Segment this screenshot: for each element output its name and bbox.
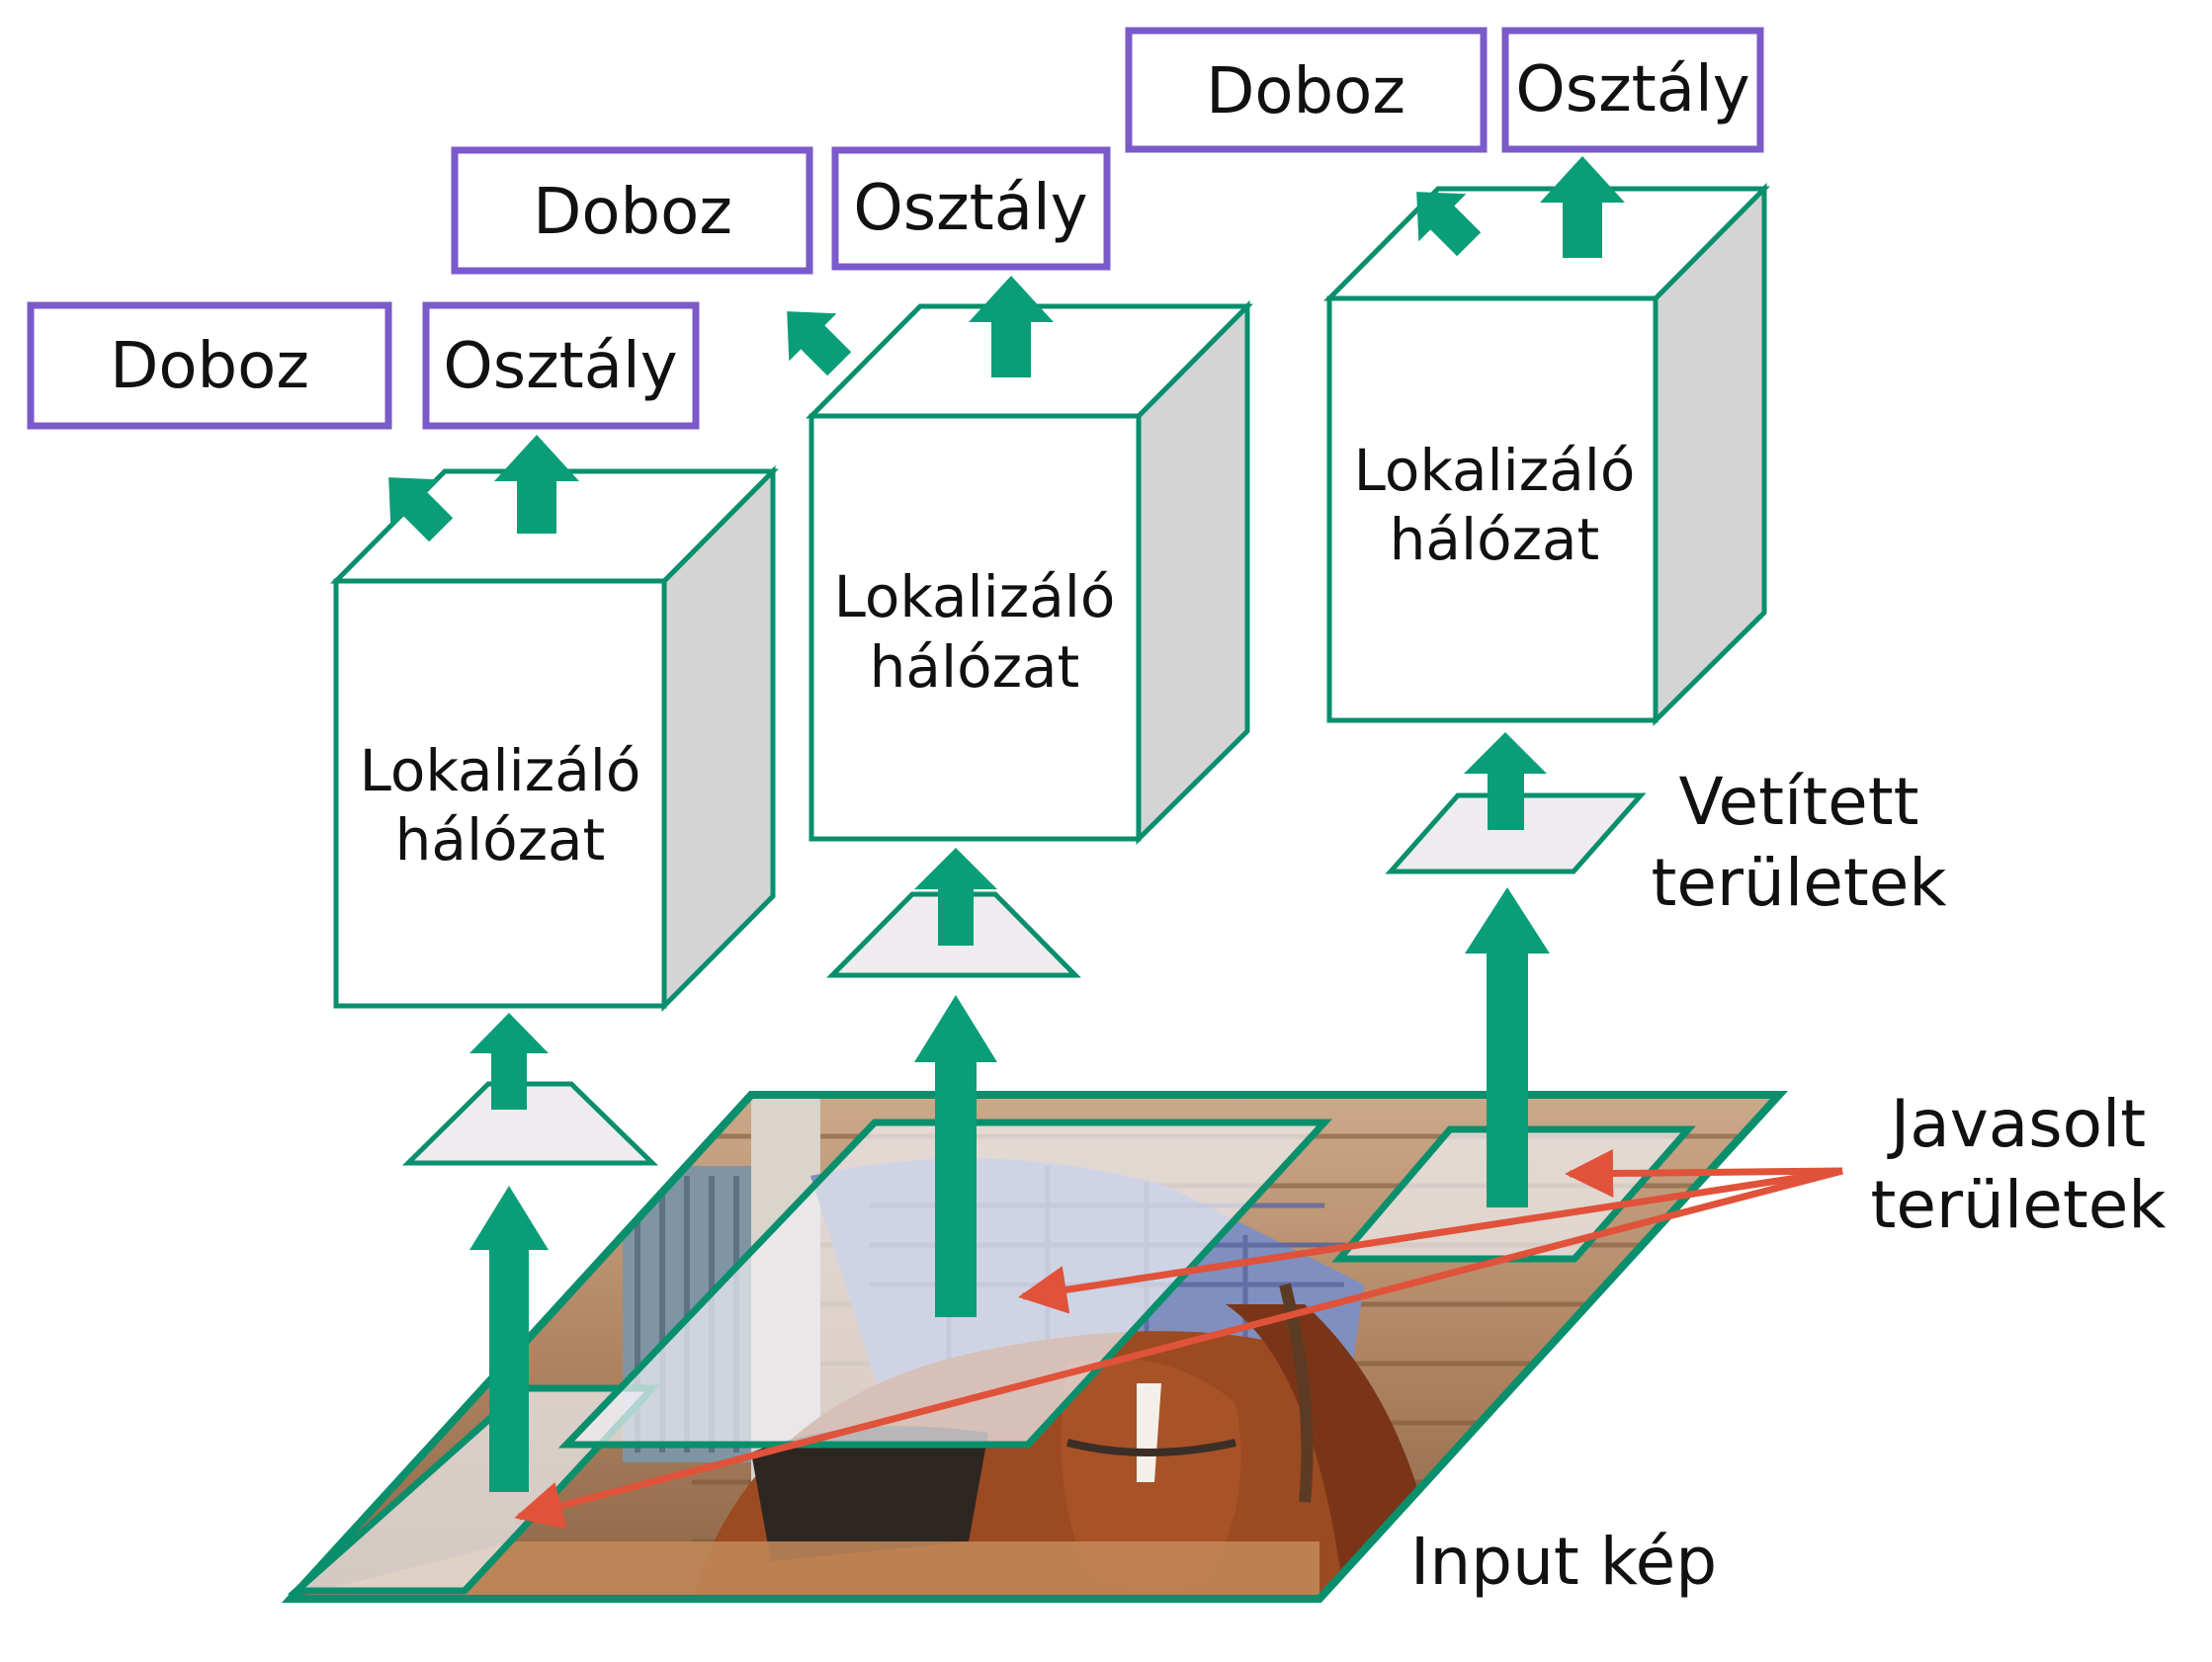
localization-network-box xyxy=(1326,295,1659,723)
proposed-regions-label-line1: Javasolt xyxy=(1887,1086,2146,1162)
network-label-line2: hálózat xyxy=(1390,506,1600,573)
projected-region-plane xyxy=(401,1081,659,1166)
up-arrow-icon xyxy=(914,848,997,946)
class-output xyxy=(1501,27,1764,153)
network-label-line2: hálózat xyxy=(870,633,1080,701)
up-arrow-icon xyxy=(914,995,997,1317)
localization-network-box xyxy=(333,578,667,1009)
input-image-label: Input kép xyxy=(1410,1524,1717,1600)
proposed-regions-label-line2: területek xyxy=(1870,1167,2167,1243)
class-output xyxy=(831,146,1111,271)
up-arrow-icon xyxy=(469,1013,549,1110)
column-2: Lokalizáló hálózat Doboz Osztály xyxy=(451,146,1253,1317)
box-output xyxy=(451,146,813,275)
network-label-line1: Lokalizáló xyxy=(360,737,641,804)
class-output xyxy=(422,301,700,430)
box-output xyxy=(27,301,392,430)
diagonal-arrow-icon xyxy=(388,477,454,542)
projected-region-plane xyxy=(1385,792,1647,874)
class-output-label: Osztály xyxy=(1515,53,1749,126)
network-label-line1: Lokalizáló xyxy=(1354,437,1636,504)
proposed-region-pointers xyxy=(514,1149,1843,1530)
network-label-line1: Lokalizáló xyxy=(834,563,1116,630)
network-label-line2: hálózat xyxy=(395,806,606,873)
box-output xyxy=(1125,27,1488,153)
localization-network-box xyxy=(808,413,1142,842)
diagonal-arrow-icon xyxy=(787,311,852,376)
class-output-label: Osztály xyxy=(853,172,1087,245)
projected-regions-label-line1: Vetített xyxy=(1678,764,1918,840)
up-arrow-icon xyxy=(1540,156,1625,258)
up-arrow-icon xyxy=(1464,732,1547,830)
up-arrow-icon xyxy=(469,1186,549,1492)
column-3: Lokalizáló hálózat Doboz Osztály xyxy=(1125,27,1770,1207)
class-output-label: Osztály xyxy=(443,330,677,403)
up-arrow-icon xyxy=(969,276,1054,377)
box-output-label: Doboz xyxy=(1206,55,1405,128)
diagonal-arrow-icon xyxy=(1416,192,1482,257)
box-output-label: Doboz xyxy=(533,176,732,249)
up-arrow-icon xyxy=(494,435,579,534)
projected-regions-label-line2: területek xyxy=(1651,845,1947,921)
up-arrow-icon xyxy=(1465,887,1550,1207)
box-output-label: Doboz xyxy=(110,330,309,403)
column-1: Lokalizáló hálózat Doboz Osztály xyxy=(27,301,779,1492)
